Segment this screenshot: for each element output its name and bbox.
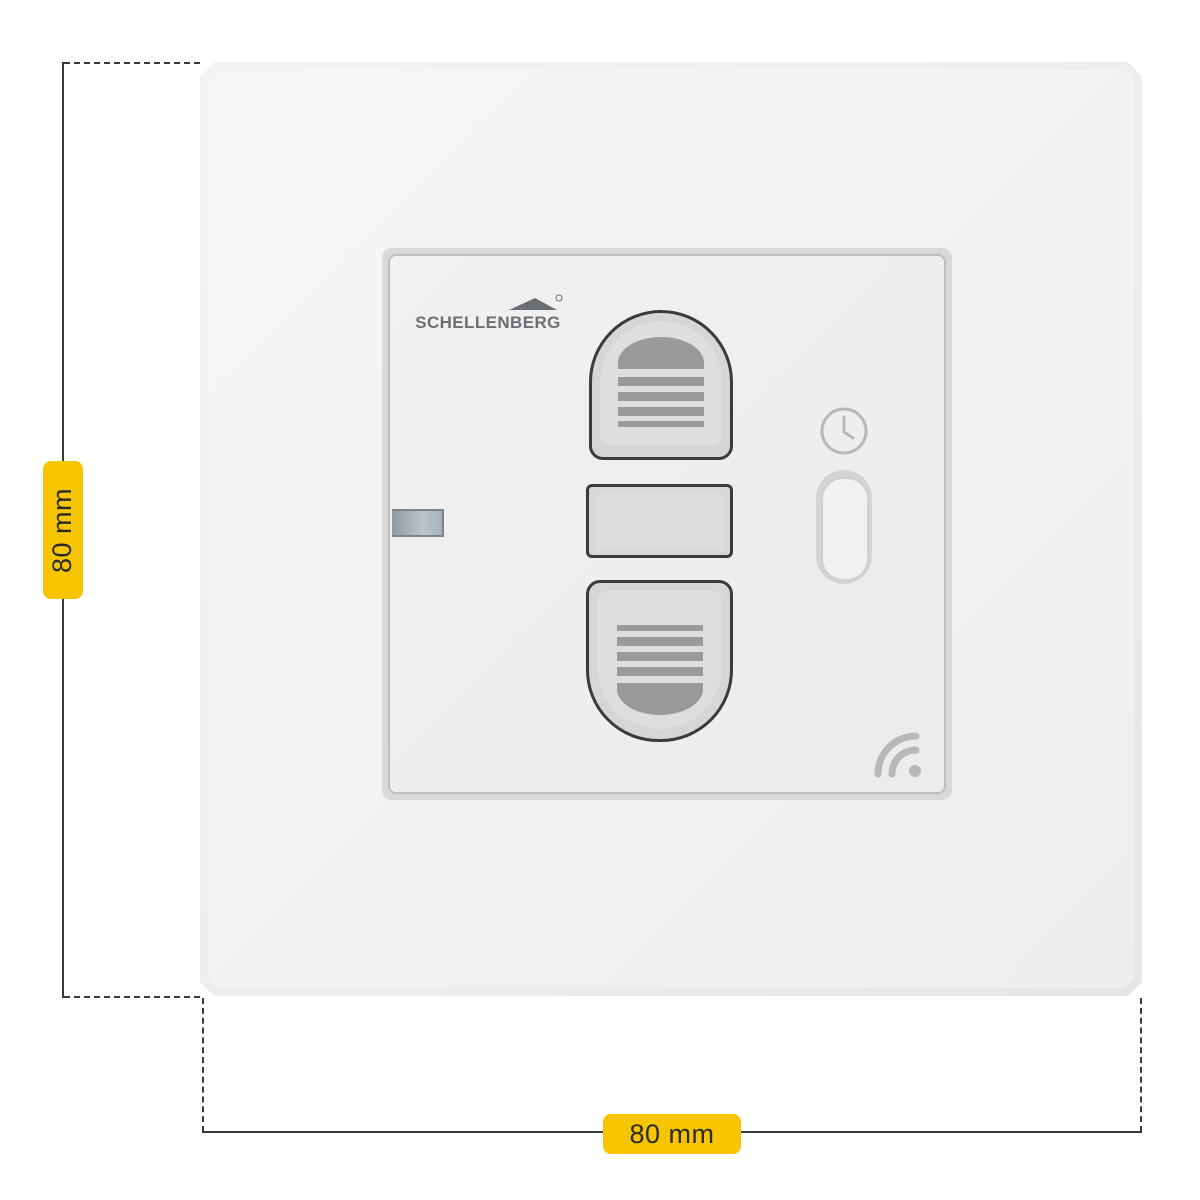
- timer-toggle-switch[interactable]: [816, 470, 872, 584]
- status-led-window: [392, 509, 444, 537]
- up-arrow-grille-icon: [618, 337, 704, 427]
- height-dimension-bottom-extension: [64, 996, 200, 998]
- up-button[interactable]: [589, 310, 733, 460]
- down-button[interactable]: [586, 580, 733, 742]
- timer-toggle-knob: [821, 477, 869, 581]
- clock-icon: [820, 407, 868, 455]
- stop-button-face: [595, 493, 724, 549]
- height-dimension-badge: 80 mm: [43, 461, 83, 599]
- stop-button[interactable]: [586, 484, 733, 558]
- height-dimension-label: 80 mm: [47, 487, 78, 573]
- width-dimension-left-extension: [202, 998, 204, 1132]
- width-dimension-label: 80 mm: [629, 1118, 715, 1149]
- width-dimension-badge: 80 mm: [603, 1114, 741, 1154]
- width-dimension-right-extension: [1140, 998, 1142, 1132]
- down-arrow-grille-icon: [617, 625, 703, 715]
- wireless-signal-icon: [874, 732, 921, 778]
- brand-logo-text: SCHELLENBERG: [415, 313, 561, 332]
- house-roof-logo-icon: [509, 294, 563, 310]
- height-dimension-top-extension: [64, 62, 200, 64]
